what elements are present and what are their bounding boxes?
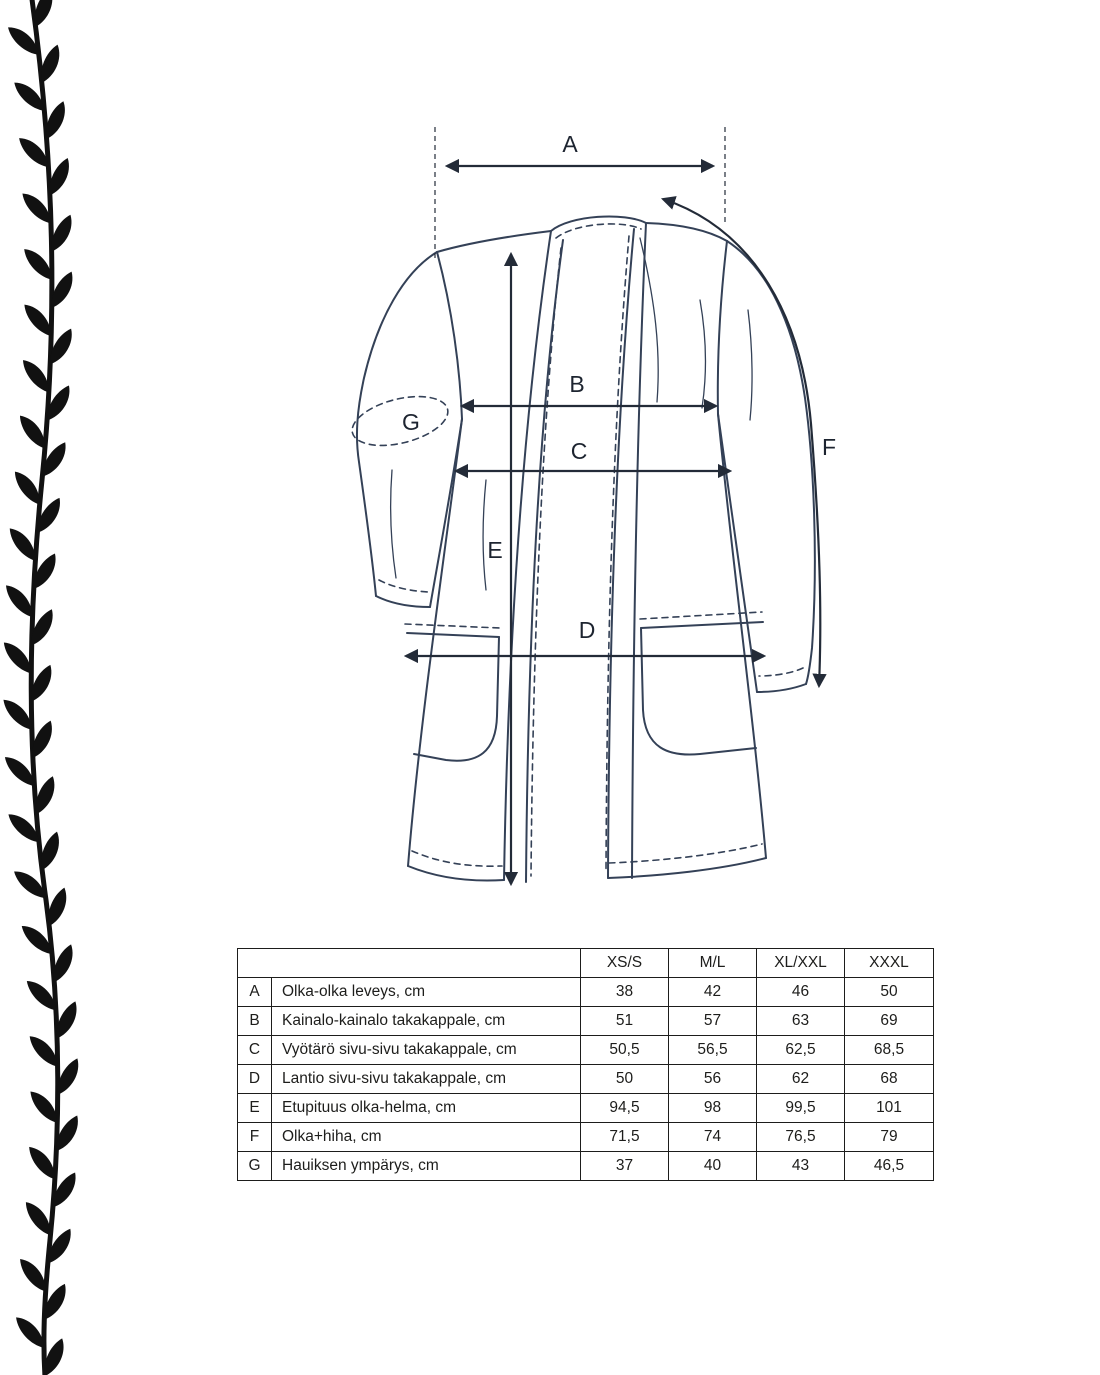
- header-size-ml: M/L: [668, 948, 757, 978]
- measurement-table: XS/S M/L XL/XXL XXXL A Olka-olka leveys,…: [237, 948, 934, 1181]
- row-value: 50: [580, 1064, 669, 1094]
- row-value: 38: [580, 977, 669, 1007]
- row-letter: D: [237, 1064, 272, 1094]
- header-size-xxxl: XXXL: [844, 948, 934, 978]
- measure-label-e: E: [487, 537, 502, 563]
- table-row: D Lantio sivu-sivu takakappale, cm 50 56…: [237, 1064, 934, 1094]
- row-letter: G: [237, 1151, 272, 1181]
- table-row: B Kainalo-kainalo takakappale, cm 51 57 …: [237, 1006, 934, 1036]
- header-size-xlxxl: XL/XXL: [756, 948, 845, 978]
- header-empty: [237, 948, 581, 978]
- row-name: Lantio sivu-sivu takakappale, cm: [271, 1064, 581, 1094]
- row-name: Kainalo-kainalo takakappale, cm: [271, 1006, 581, 1036]
- measure-label-c: C: [571, 438, 588, 464]
- garment-diagram: A B C D E F G: [351, 127, 836, 887]
- row-value: 74: [668, 1122, 757, 1152]
- row-value: 76,5: [756, 1122, 845, 1152]
- row-name: Hauiksen ympärys, cm: [271, 1151, 581, 1181]
- measurement-arrows: [403, 127, 827, 887]
- header-size-xss: XS/S: [580, 948, 669, 978]
- vine-stem: [28, 0, 61, 1375]
- row-name: Olka-olka leveys, cm: [271, 977, 581, 1007]
- row-value: 40: [668, 1151, 757, 1181]
- decorative-vine: [0, 0, 86, 1375]
- row-value: 37: [580, 1151, 669, 1181]
- row-value: 43: [756, 1151, 845, 1181]
- row-letter: F: [237, 1122, 272, 1152]
- row-value: 50,5: [580, 1035, 669, 1065]
- measure-label-g: G: [402, 409, 420, 435]
- row-value: 62: [756, 1064, 845, 1094]
- size-table: XS/S M/L XL/XXL XXXL A Olka-olka leveys,…: [237, 948, 934, 1181]
- row-value: 71,5: [580, 1122, 669, 1152]
- row-letter: C: [237, 1035, 272, 1065]
- garment-outline: [355, 215, 816, 883]
- row-value: 46,5: [844, 1151, 934, 1181]
- row-value: 101: [844, 1093, 934, 1123]
- row-value: 94,5: [580, 1093, 669, 1123]
- row-value: 46: [756, 977, 845, 1007]
- measurement-labels: A B C D E F G: [402, 131, 836, 643]
- table-header-row: XS/S M/L XL/XXL XXXL: [237, 948, 934, 978]
- row-value: 57: [668, 1006, 757, 1036]
- table-row: G Hauiksen ympärys, cm 37 40 43 46,5: [237, 1151, 934, 1181]
- bicep-measure-ellipse: [351, 395, 449, 447]
- row-value: 42: [668, 977, 757, 1007]
- row-letter: A: [237, 977, 272, 1007]
- row-letter: B: [237, 1006, 272, 1036]
- row-value: 62,5: [756, 1035, 845, 1065]
- table-row: F Olka+hiha, cm 71,5 74 76,5 79: [237, 1122, 934, 1152]
- row-value: 98: [668, 1093, 757, 1123]
- row-value: 79: [844, 1122, 934, 1152]
- row-value: 50: [844, 977, 934, 1007]
- row-value: 63: [756, 1006, 845, 1036]
- row-name: Vyötärö sivu-sivu takakappale, cm: [271, 1035, 581, 1065]
- arrow-f: [660, 196, 827, 689]
- row-letter: E: [237, 1093, 272, 1123]
- measure-label-a: A: [562, 131, 578, 157]
- garment-drape-lines: [389, 237, 753, 591]
- table-row: C Vyötärö sivu-sivu takakappale, cm 50,5…: [237, 1035, 934, 1065]
- row-value: 68,5: [844, 1035, 934, 1065]
- measure-label-b: B: [569, 371, 584, 397]
- measure-label-f: F: [822, 434, 836, 460]
- row-value: 69: [844, 1006, 934, 1036]
- row-value: 99,5: [756, 1093, 845, 1123]
- table-row: E Etupituus olka-helma, cm 94,5 98 99,5 …: [237, 1093, 934, 1123]
- table-row: A Olka-olka leveys, cm 38 42 46 50: [237, 977, 934, 1007]
- row-name: Olka+hiha, cm: [271, 1122, 581, 1152]
- row-value: 68: [844, 1064, 934, 1094]
- measure-label-d: D: [579, 617, 596, 643]
- row-name: Etupituus olka-helma, cm: [271, 1093, 581, 1123]
- row-value: 56: [668, 1064, 757, 1094]
- row-value: 56,5: [668, 1035, 757, 1065]
- row-value: 51: [580, 1006, 669, 1036]
